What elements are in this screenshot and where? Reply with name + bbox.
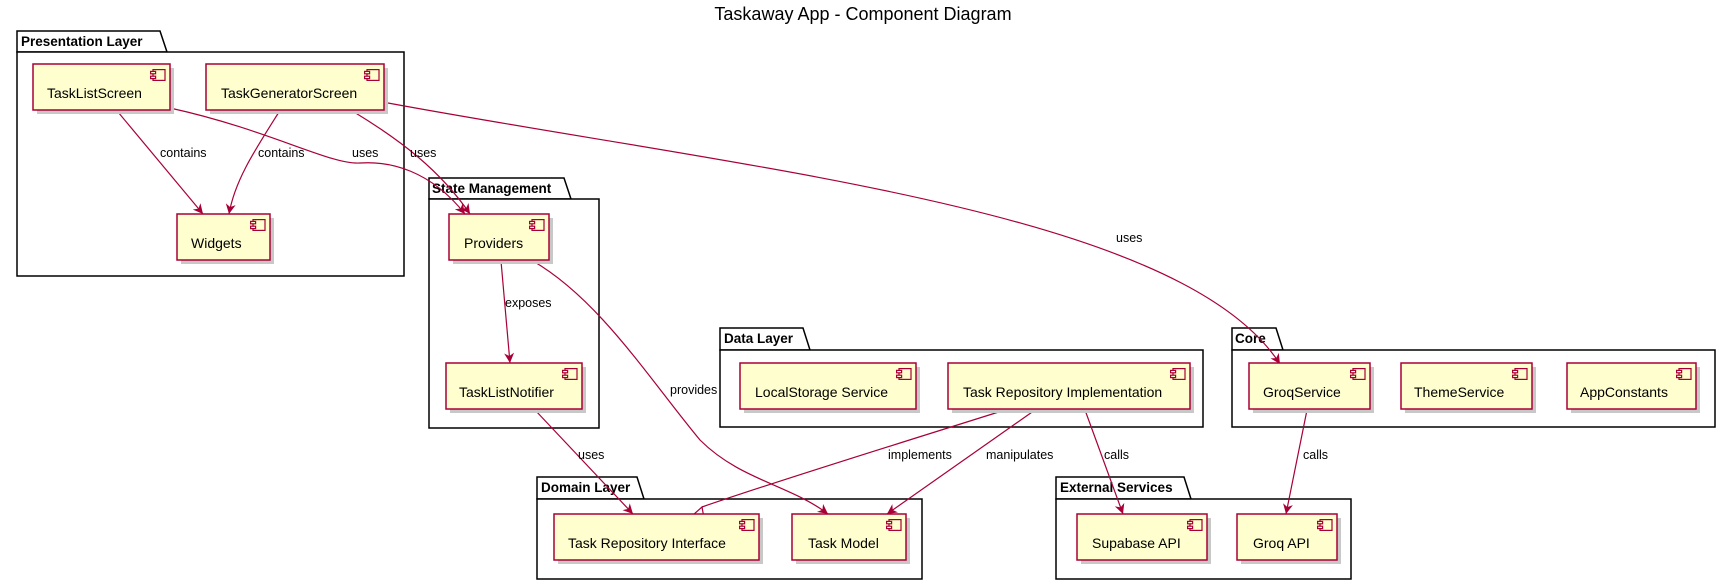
edge-label: implements [888, 448, 952, 462]
component-task-list-notifier[interactable]: TaskListNotifier [445, 362, 586, 413]
component-icon [1317, 519, 1333, 531]
edge-impl-model [886, 409, 1036, 515]
component-widgets[interactable]: Widgets [176, 213, 274, 264]
component-task-repository-implementation[interactable]: Task Repository Implementation [947, 362, 1194, 413]
component-task-generator-screen[interactable]: TaskGeneratorScreen [205, 63, 388, 114]
edge-impl-supabase [1084, 409, 1125, 515]
component-label: TaskListNotifier [459, 384, 554, 400]
component-icon [739, 519, 755, 531]
edge-label: manipulates [986, 448, 1053, 462]
component-label: LocalStorage Service [755, 384, 888, 400]
component-label: GroqService [1263, 384, 1341, 400]
package-label: External Services [1060, 480, 1173, 495]
edge-tgs-providers [353, 111, 471, 215]
package-label: Data Layer [724, 331, 794, 346]
package-label: Core [1235, 331, 1266, 346]
edge-label: calls [1104, 448, 1129, 462]
component-label: Task Model [808, 535, 879, 551]
package-label: Domain Layer [541, 480, 631, 495]
edge-impl-interface [701, 409, 1006, 508]
component-icon [1676, 368, 1692, 380]
component-task-repository-interface[interactable]: Task Repository Interface [553, 513, 763, 564]
component-label: TaskGeneratorScreen [221, 85, 357, 101]
edge-tgs-widgets [225, 111, 280, 215]
component-icon [562, 368, 578, 380]
component-supabase-api[interactable]: Supabase API [1076, 513, 1211, 564]
edge-label: uses [1116, 231, 1142, 245]
edge-providers-notifier [500, 260, 515, 364]
component-label: ThemeService [1414, 384, 1504, 400]
component-local-storage-service[interactable]: LocalStorage Service [739, 362, 920, 413]
component-icon [1170, 368, 1186, 380]
package-label: Presentation Layer [21, 34, 143, 49]
component-label: Task Repository Implementation [963, 384, 1162, 400]
edge-label: uses [352, 146, 378, 160]
edge-tgs-groq [387, 102, 1281, 365]
component-label: Groq API [1253, 535, 1310, 551]
edge-label: contains [160, 146, 207, 160]
component-label: Widgets [191, 235, 242, 251]
component-icon [1187, 519, 1203, 531]
component-label: Task Repository Interface [568, 535, 726, 551]
component-icon [150, 69, 166, 81]
edge-label: uses [410, 146, 436, 160]
component-icon [1512, 368, 1528, 380]
component-label: Supabase API [1092, 535, 1181, 551]
component-label: AppConstants [1580, 384, 1668, 400]
component-icon [896, 368, 912, 380]
edge-label: calls [1303, 448, 1328, 462]
edge-tls-widgets [117, 111, 204, 215]
edges: contains contains uses uses uses exposes… [117, 102, 1328, 519]
component-label: Providers [464, 235, 523, 251]
component-app-constants[interactable]: AppConstants [1566, 362, 1700, 413]
component-groq-api[interactable]: Groq API [1236, 513, 1341, 564]
edge-groq-api [1283, 409, 1308, 515]
component-icon [364, 69, 380, 81]
component-groq-service[interactable]: GroqService [1248, 362, 1374, 413]
edge-label: uses [578, 448, 604, 462]
component-task-list-screen[interactable]: TaskListScreen [32, 63, 174, 114]
component-icon [1350, 368, 1366, 380]
edge-notifier-interface [534, 409, 634, 515]
component-task-model[interactable]: Task Model [791, 513, 910, 564]
diagram-title: Taskaway App - Component Diagram [714, 4, 1011, 24]
component-icon [886, 519, 902, 531]
package-label: State Management [432, 181, 552, 196]
edge-tls-providers [169, 107, 466, 215]
component-label: TaskListScreen [47, 85, 142, 101]
component-icon [529, 219, 545, 231]
edge-label: provides [670, 383, 717, 397]
component-theme-service[interactable]: ThemeService [1400, 362, 1536, 413]
edge-providers-model [532, 260, 829, 515]
edge-label: exposes [505, 296, 552, 310]
component-providers[interactable]: Providers [448, 213, 553, 264]
component-icon [250, 219, 266, 231]
edge-label: contains [258, 146, 305, 160]
